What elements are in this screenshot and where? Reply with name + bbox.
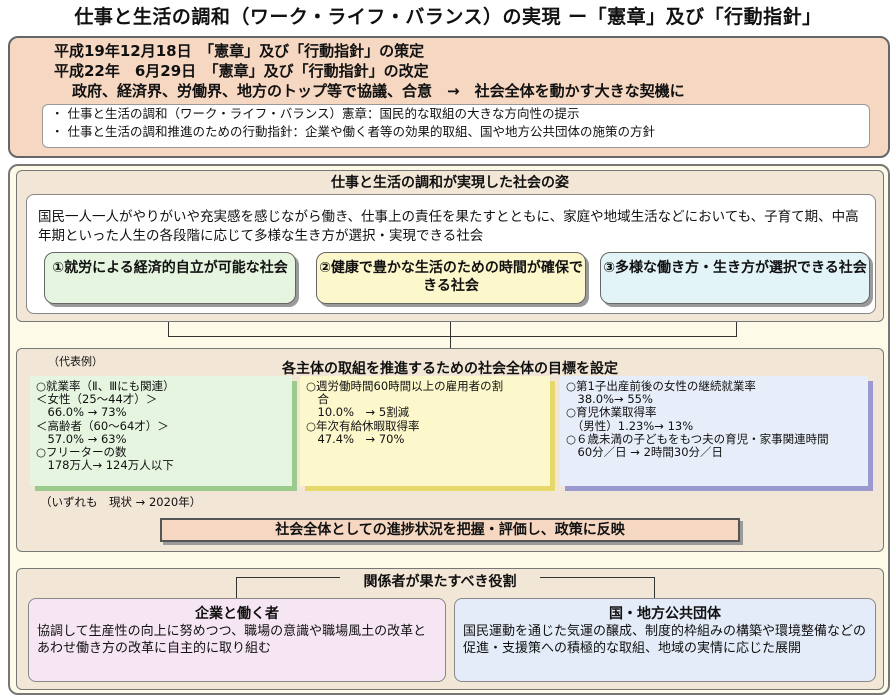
role-description: 国民運動を通じた気運の醸成、制度的枠組みの構築や環境整備などの促進・支援策への積… <box>463 624 867 656</box>
role-companies-workers: 企業と働く者 協調して生産性の向上に努めつつ、職場の意識や職場風土の改革とあわせ… <box>28 598 446 682</box>
pillar-economic-independence: ①就労による経済的自立が可能な社会 <box>44 252 296 304</box>
charter-note: ・ 仕事と生活の調和（ワーク・ライフ・バランス）憲章：国民的な取組の大きな方向性… <box>51 106 580 121</box>
guideline-note: ・ 仕事と生活の調和推進のための行動指針：企業や働く者等の効果的取組、国や地方公… <box>51 124 655 139</box>
goal-employment: ○就業率（Ⅱ、Ⅲにも関連） ＜女性（25～44才）＞ 66.0% → 73% ＜… <box>30 376 292 486</box>
charter-notes: ・ 仕事と生活の調和（ワーク・ライフ・バランス）憲章：国民的な取組の大きな方向性… <box>42 104 870 148</box>
goals-footnote: （いずれも 現状 → 2020年） <box>40 495 202 509</box>
role-description: 協調して生産性の向上に努めつつ、職場の意識や職場風土の改革とあわせ働き方の改革に… <box>37 624 427 656</box>
agreement-line: 政府、経済界、労働界、地方のトップ等で協議、合意 → 社会全体を動かす大きな契機… <box>72 82 685 100</box>
role-government: 国・地方公共団体 国民運動を通じた気運の醸成、制度的枠組みの構築や環境整備などの… <box>454 598 876 682</box>
role-title: 国・地方公共団体 <box>609 606 721 622</box>
progress-evaluation: 社会全体としての進捗状況を把握・評価し、政策に反映 <box>160 518 740 542</box>
connector <box>654 577 655 598</box>
examples-label: （代表例） <box>48 355 103 368</box>
role-title: 企業と働く者 <box>195 606 279 622</box>
vision-description: 国民一人一人がやりがいや充実感を感じながら働き、仕事上の責任を果たすとともに、家… <box>38 209 859 244</box>
vision-heading: 仕事と生活の調和が実現した社会の姿 <box>331 175 569 191</box>
connector <box>168 322 169 336</box>
history-line-2010: 平成22年 6月29日 「憲章」及び「行動指針」の改定 <box>54 62 429 80</box>
pillar-health-time: ②健康で豊かな生活のための時間が確保できる社会 <box>316 252 586 304</box>
goal-working-hours: ○週労働時間60時間以上の雇用者の割 合 10.0% → 5割減 ○年次有給休暇… <box>300 376 550 486</box>
connector <box>168 336 737 337</box>
goals-heading: 各主体の取組を推進するための社会全体の目標を設定 <box>282 361 618 377</box>
connector <box>450 322 451 348</box>
connector <box>736 322 737 336</box>
history-line-2007: 平成19年12月18日 「憲章」及び「行動指針」の策定 <box>54 42 425 60</box>
roles-heading: 関係者が果たすべき役割 <box>340 571 540 591</box>
pillar-diverse-work: ③多様な働き方・生き方が選択できる社会 <box>600 252 870 304</box>
page-title: 仕事と生活の調和（ワーク・ライフ・バランス）の実現 ー「憲章」及び「行動指針」 <box>74 6 822 28</box>
goal-childcare: ○第1子出産前後の女性の継続就業率 38.0%→ 55% ○育児休業取得率 （男… <box>560 376 868 486</box>
connector <box>236 577 237 598</box>
